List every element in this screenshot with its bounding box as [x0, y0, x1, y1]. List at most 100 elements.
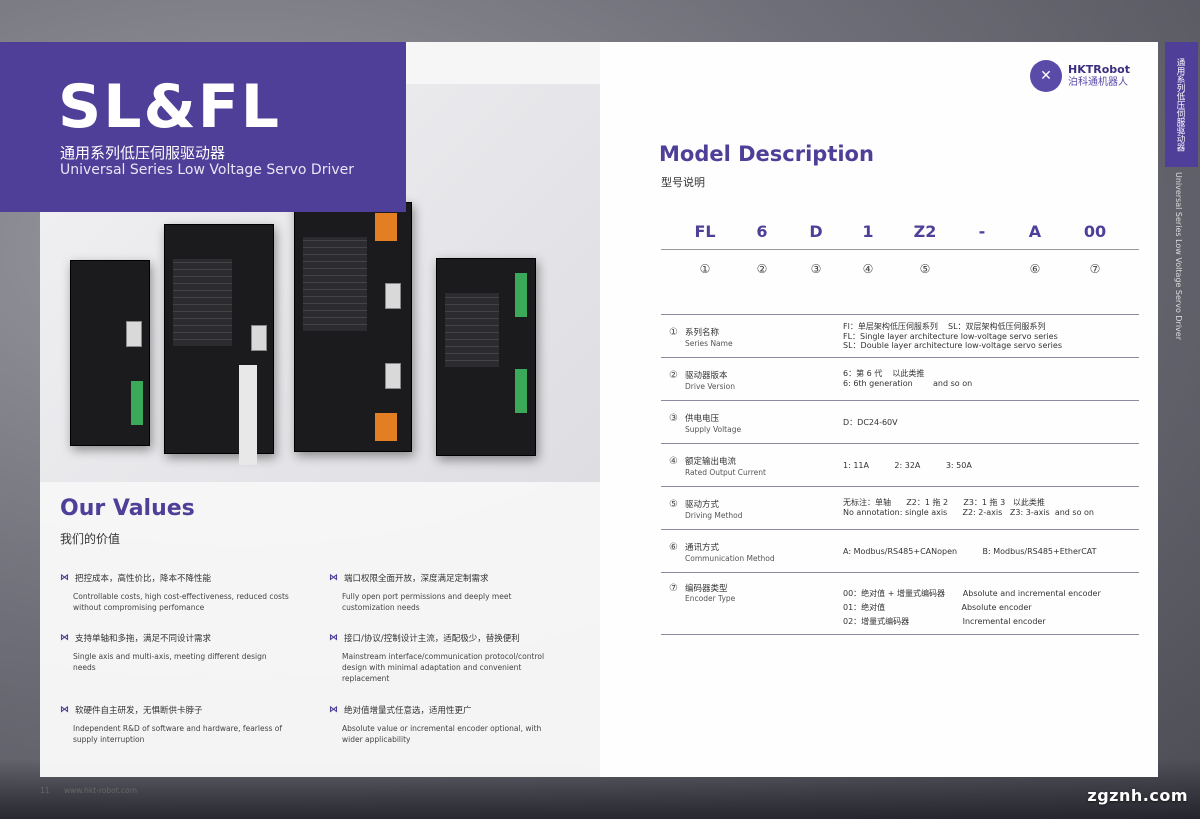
page-title: SL&FL [58, 72, 281, 142]
spec-label-cn: 驱动器版本 [685, 371, 728, 381]
value-head: 接口/协议/控制设计主流，适配极少，替换便利 [344, 634, 520, 644]
logo-text-en: HKTRobot [1068, 63, 1130, 76]
label-table [173, 259, 233, 346]
brochure-page-right [600, 42, 1158, 777]
value-item: ⋈ 端口权限全面开放，深度满足定制需求 Fully open port permi… [329, 572, 559, 613]
code-segment: FL [694, 222, 716, 241]
model-code-row: FL 6 D 1 Z2 - A 00 [661, 222, 1139, 250]
page-number: 11 [40, 786, 50, 795]
brand-logo: ✕ HKTRobot 泊科通机器人 [1030, 60, 1130, 92]
logo-icon: ✕ [1030, 60, 1062, 92]
power-terminal [239, 365, 257, 465]
label-table [303, 237, 367, 332]
code-segment: Z2 [913, 222, 937, 241]
spec-label-cn: 系列名称 [685, 328, 720, 338]
spec-row: ⑤ 驱动方式 Driving Method 无标注：单轴 Z2：1 拖 2 Z3… [661, 486, 1139, 529]
value-item: ⋈ 绝对值增量式任意选，适用性更广 Absolute value or incre… [329, 704, 559, 745]
spec-number: ⑦ [669, 583, 678, 594]
spec-row: ① 系列名称 Series Name Fl：单层架构低压伺服系列 SL：双层架构… [661, 314, 1139, 357]
port-connector [251, 325, 267, 351]
code-index: ⑥ [1029, 262, 1041, 276]
spec-label-en: Series Name [685, 339, 733, 348]
side-tab-label: 通用系列低压伺服驱动器 [1175, 58, 1185, 152]
port-connector [385, 363, 401, 389]
spec-value: 6：第 6 代 以此类推 6: 6th generation and so on [843, 369, 973, 388]
code-index: ① [699, 262, 711, 276]
value-text: Independent R&D of software and hardware… [73, 724, 282, 744]
value-text: Controllable costs, high cost-effectiven… [73, 592, 289, 612]
port-connector [126, 321, 142, 347]
spec-row: ④ 额定输出电流 Rated Output Current 1: 11A 2: … [661, 443, 1139, 486]
value-item: ⋈支持单轴和多拖，满足不同设计需求 Single axis and multi-… [60, 632, 290, 673]
side-tab [1165, 42, 1198, 167]
code-index: ⑤ [919, 262, 931, 276]
driver-unit-1 [70, 260, 150, 446]
spec-value: 无标注：单轴 Z2：1 拖 2 Z3：1 拖 3 以此类推 No annotat… [843, 498, 1094, 517]
code-index: ③ [810, 262, 822, 276]
spec-label-en: Driving Method [685, 511, 743, 520]
code-separator: - [978, 222, 986, 241]
driver-unit-4 [436, 258, 536, 456]
code-segment: 1 [862, 222, 874, 241]
spec-label-en: Drive Version [685, 382, 735, 391]
spec-label-cn: 编码器类型 [685, 584, 728, 594]
value-text: Absolute value or incremental encoder op… [342, 724, 542, 744]
value-head: 绝对值增量式任意选，适用性更广 [344, 706, 472, 716]
value-item: ⋈ 软硬件自主研发，无惧断供卡脖子 Independent R&D of soft… [60, 704, 290, 745]
value-head: 软硬件自主研发，无惧断供卡脖子 [75, 706, 203, 716]
spec-value: Fl：单层架构低压伺服系列 SL：双层架构低压伺服系列 FL：Single la… [843, 322, 1062, 350]
value-text: Fully open port permissions and deeply m… [342, 592, 512, 612]
terminal-block [131, 381, 143, 425]
model-subtitle: 型号说明 [661, 176, 705, 189]
footer-url: www.hkt-robot.com [64, 786, 138, 795]
spec-label-en: Supply Voltage [685, 425, 742, 434]
code-index: ④ [862, 262, 874, 276]
spec-label-en: Encoder Type [685, 594, 736, 603]
code-segment: 00 [1083, 222, 1107, 241]
spec-label-cn: 驱动方式 [685, 500, 720, 510]
spec-row: ⑦ 编码器类型 Encoder Type 00：绝对值 + 增量式编码器 Abs… [661, 572, 1139, 635]
bullet-icon: ⋈ [60, 705, 69, 715]
bullet-icon: ⋈ [329, 633, 338, 643]
values-subtitle: 我们的价值 [60, 532, 121, 546]
spec-label-cn: 额定输出电流 [685, 457, 737, 467]
spec-number: ⑤ [669, 499, 678, 510]
value-head: 把控成本，高性价比，降本不降性能 [75, 574, 212, 584]
side-tab-label-en: Universal Series Low Voltage Servo Drive… [1174, 172, 1183, 340]
spec-number: ③ [669, 413, 678, 424]
code-index: ② [756, 262, 768, 276]
code-segment: D [809, 222, 823, 241]
value-text: Mainstream interface/communication proto… [342, 652, 545, 683]
port-connector [385, 283, 401, 309]
driver-unit-3 [294, 202, 412, 452]
logo-text-cn: 泊科通机器人 [1068, 77, 1128, 88]
model-title: Model Description [659, 142, 874, 166]
driver-unit-2 [164, 224, 274, 465]
spec-value: A: Modbus/RS485+CANopen B: Modbus/RS485+… [843, 547, 1097, 556]
spec-number: ② [669, 370, 678, 381]
value-head: 支持单轴和多拖，满足不同设计需求 [75, 634, 212, 644]
code-segment: A [1028, 222, 1042, 241]
spec-table: ① 系列名称 Series Name Fl：单层架构低压伺服系列 SL：双层架构… [661, 314, 1139, 635]
spec-number: ④ [669, 456, 678, 467]
site-watermark: zgznh.com [1087, 786, 1188, 805]
spec-value: 00：绝对值 + 增量式编码器 Absolute and incremental… [843, 589, 1101, 626]
terminal-block [515, 273, 527, 317]
bullet-icon: ⋈ [329, 573, 338, 583]
value-item: ⋈ 把控成本，高性价比，降本不降性能 Controllable costs, hi… [60, 572, 290, 613]
title-block: SL&FL 通用系列低压伺服驱动器 Universal Series Low V… [0, 42, 406, 212]
spec-label-en: Rated Output Current [685, 468, 766, 477]
bullet-icon: ⋈ [60, 633, 69, 643]
spec-number: ⑥ [669, 542, 678, 553]
values-title: Our Values [60, 496, 195, 521]
terminal-block [515, 369, 527, 413]
bullet-icon: ⋈ [329, 705, 338, 715]
spec-number: ① [669, 327, 678, 338]
value-head: 端口权限全面开放，深度满足定制需求 [344, 574, 489, 584]
spec-label-cn: 供电电压 [685, 414, 720, 424]
spec-row: ⑥ 通讯方式 Communication Method A: Modbus/RS… [661, 529, 1139, 572]
orange-connector [375, 413, 397, 441]
bullet-icon: ⋈ [60, 573, 69, 583]
orange-connector [375, 213, 397, 241]
spec-value: 1: 11A 2: 32A 3: 50A [843, 461, 972, 470]
